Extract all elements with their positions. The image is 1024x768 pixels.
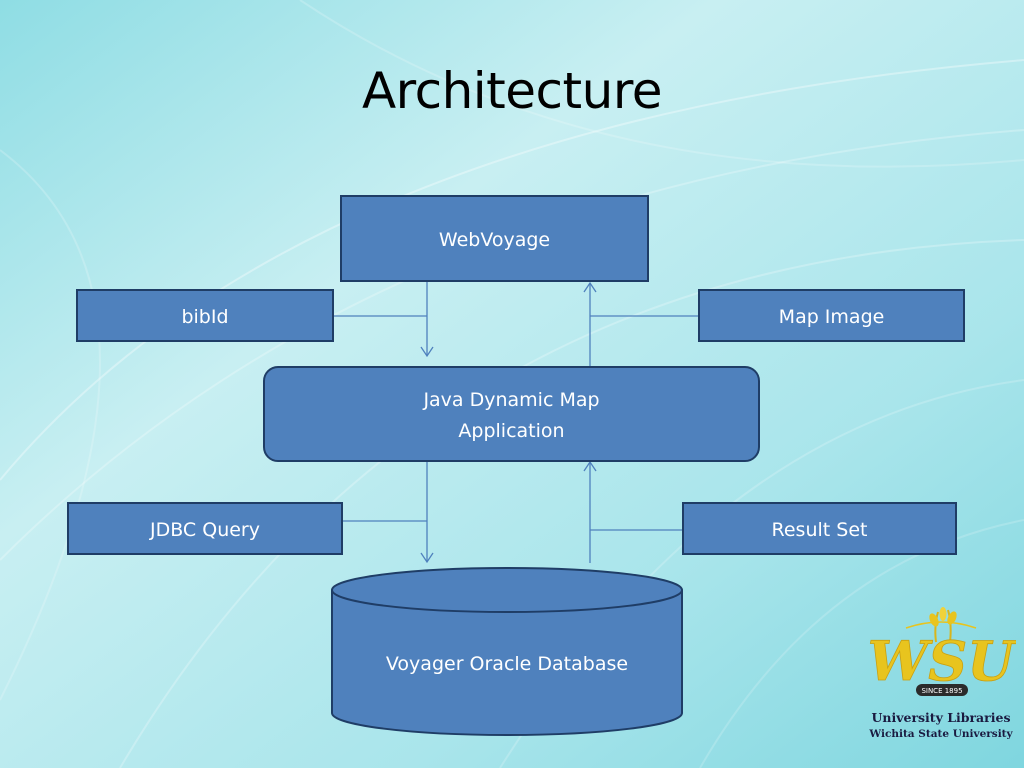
logo-mark-text: WSU	[868, 629, 1016, 693]
node-jdbc-query: JDBC Query	[67, 502, 343, 555]
node-java-app-label-line2: Application	[458, 420, 564, 442]
wheat-mark-icon: WSU SINCE 1895	[867, 607, 1018, 696]
node-webvoyage: WebVoyage	[340, 195, 649, 282]
node-java-app-label-line1: Java Dynamic Map	[422, 389, 599, 411]
node-map-image: Map Image	[698, 289, 965, 342]
node-java-app: Java Dynamic Map Application	[263, 366, 760, 462]
node-result-set-label: Result Set	[772, 519, 868, 541]
node-database: Voyager Oracle Database	[331, 567, 683, 736]
node-bibid: bibId	[76, 289, 334, 342]
node-result-set: Result Set	[682, 502, 957, 555]
node-bibid-label: bibId	[181, 306, 228, 328]
slide-title: Architecture	[361, 62, 663, 120]
logo-line-wichita-state: Wichita State University	[869, 728, 1013, 740]
node-map-image-label: Map Image	[779, 306, 885, 328]
node-jdbc-query-label: JDBC Query	[149, 519, 260, 541]
wsu-logo: WSU SINCE 1895 University Libraries Wich…	[866, 606, 1018, 746]
node-webvoyage-label: WebVoyage	[439, 229, 550, 251]
connector-lines	[333, 281, 699, 564]
logo-line-university-libraries: University Libraries	[871, 710, 1011, 725]
logo-seal-text: SINCE 1895	[921, 687, 962, 695]
node-database-label: Voyager Oracle Database	[386, 653, 628, 675]
